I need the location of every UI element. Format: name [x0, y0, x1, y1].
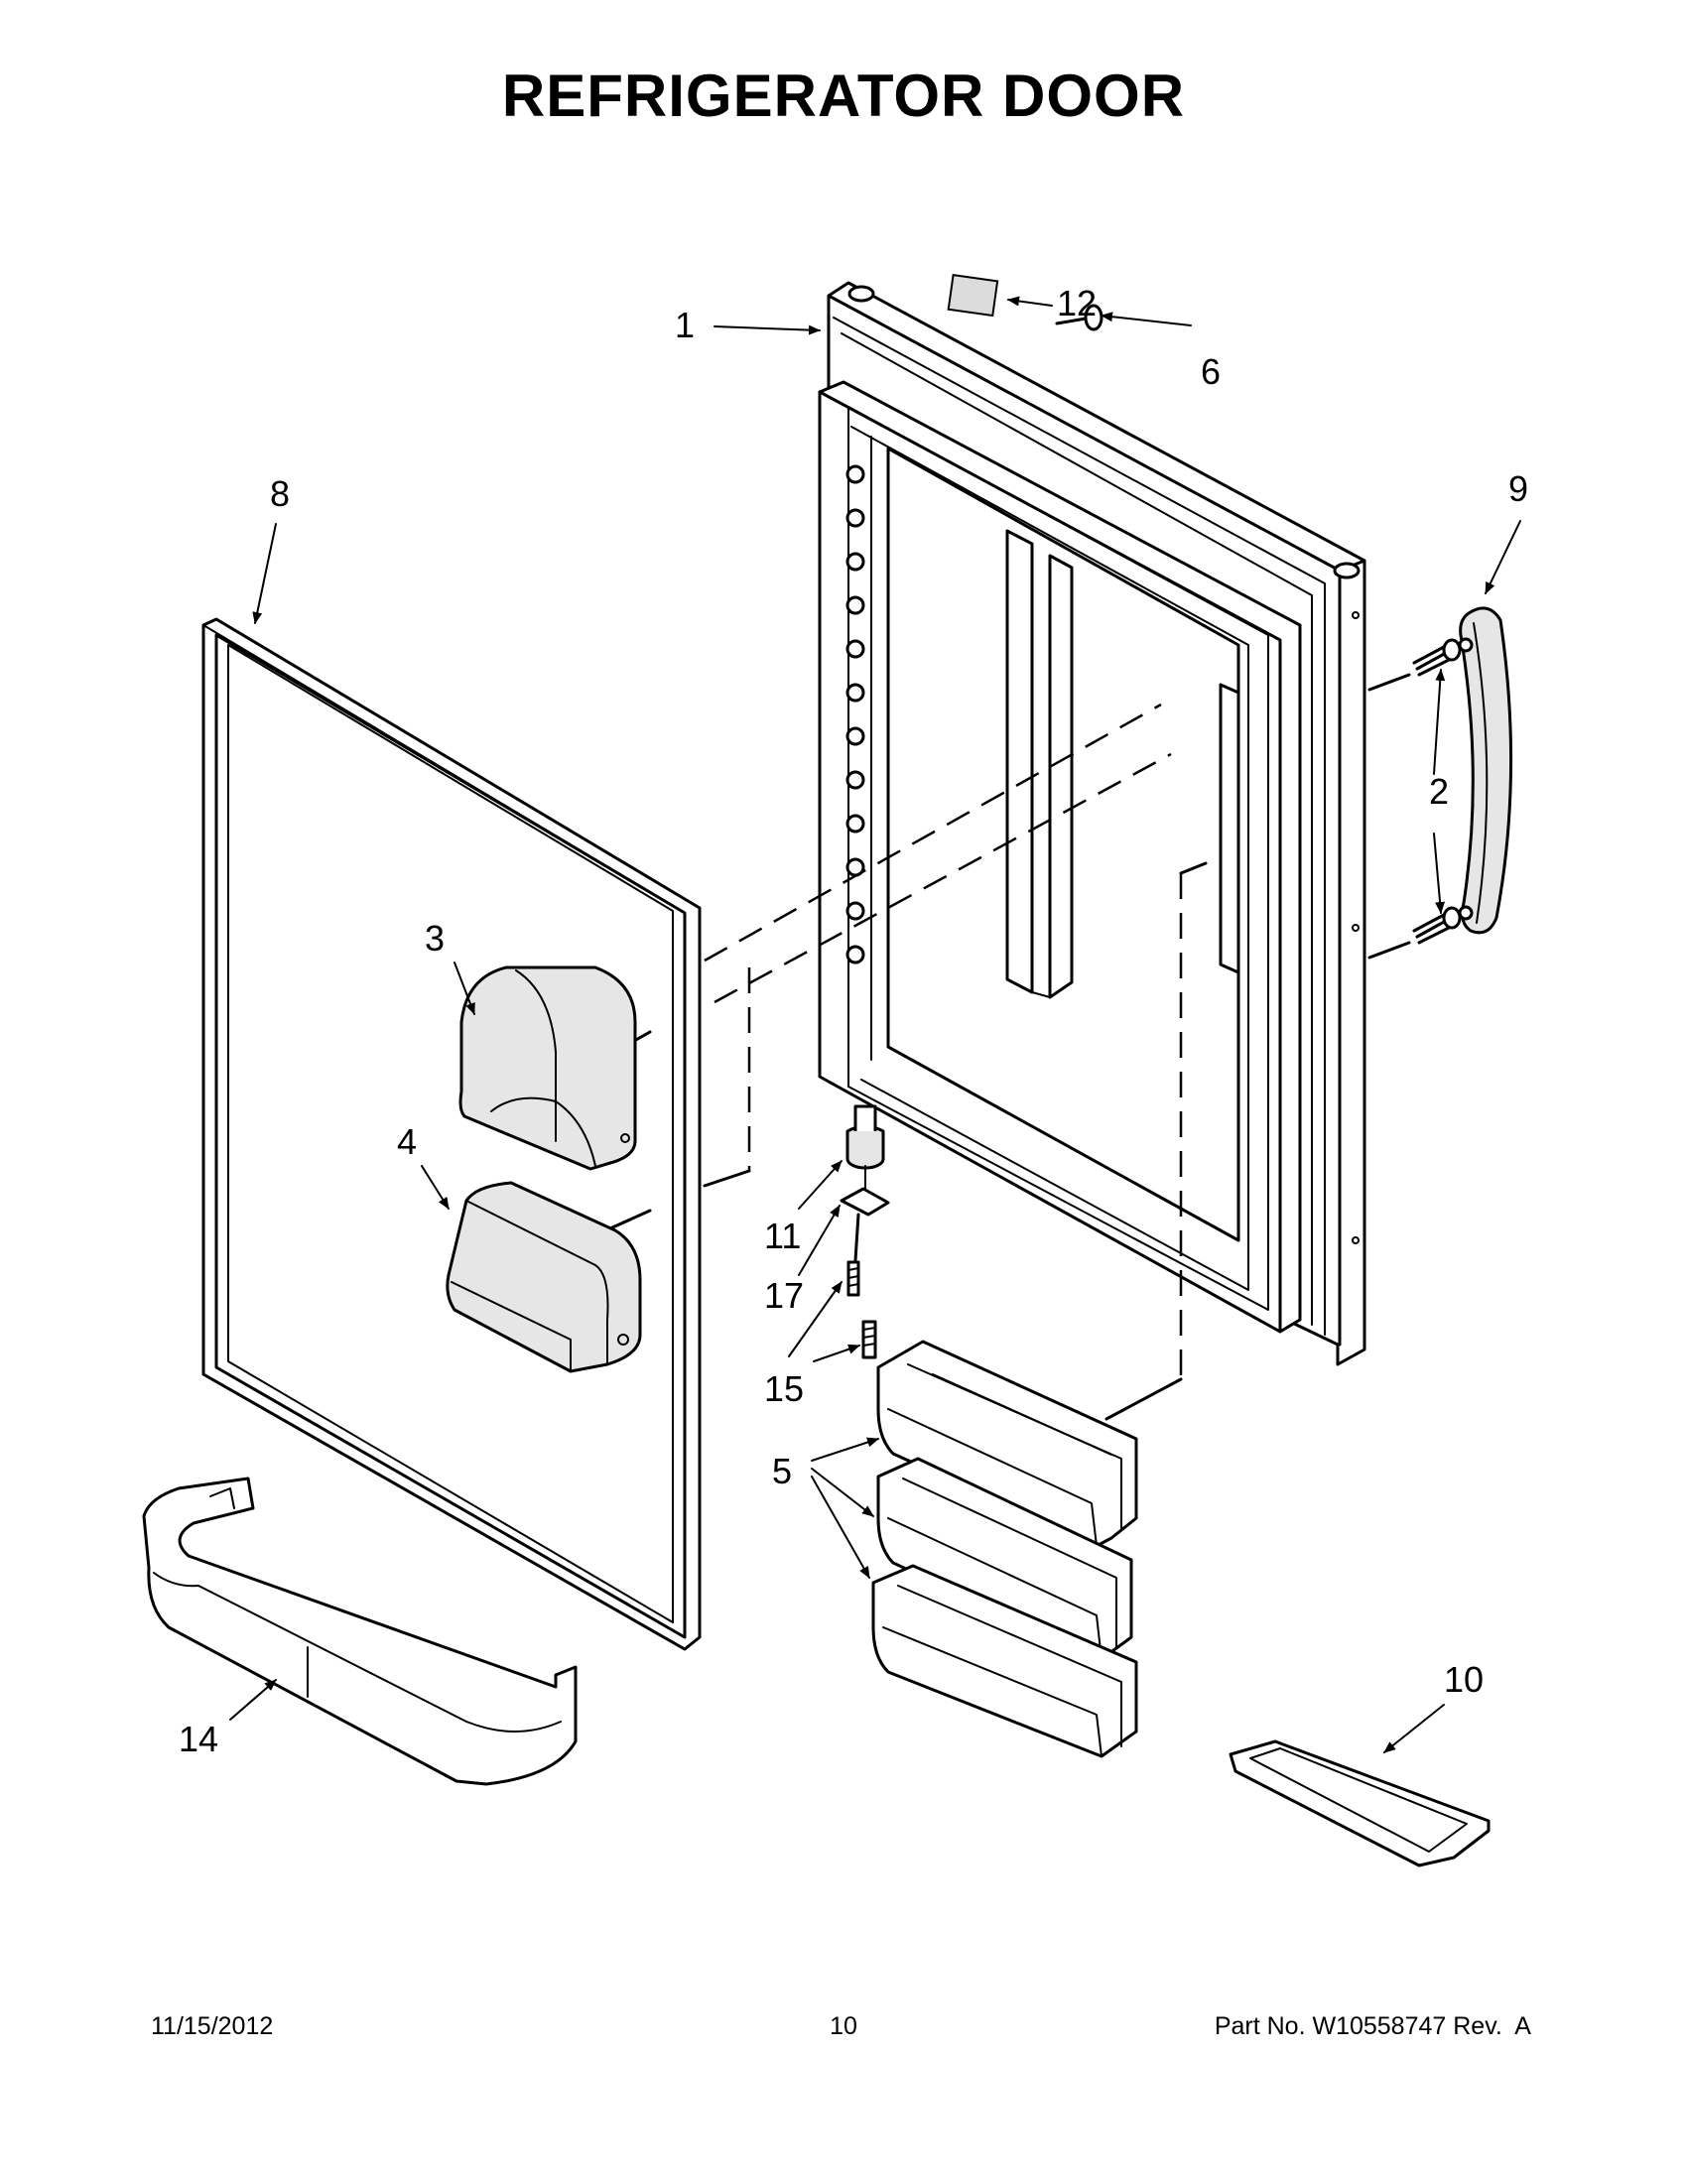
leader-lines — [229, 296, 1521, 1753]
revision: Rev. A — [1453, 2012, 1531, 2040]
callout-11: 11 — [764, 1216, 801, 1256]
part-5-door-bins — [871, 1340, 1138, 1758]
callout-14: 14 — [179, 1719, 218, 1759]
part-11-bushing — [845, 1104, 885, 1190]
part-15-screws — [846, 1260, 877, 1359]
part-4-cover — [446, 1181, 642, 1373]
part-6-screw — [1055, 304, 1103, 331]
callout-12: 12 — [1057, 283, 1097, 323]
footer-page-number: 10 — [830, 2012, 857, 2040]
callout-labels: 1 12 6 8 9 2 3 4 11 17 15 5 14 10 — [179, 283, 1528, 1759]
part-12-label — [947, 273, 999, 318]
footer-date: 11/15/2012 — [151, 2012, 274, 2040]
part-label: Part No. — [1214, 2012, 1306, 2040]
part-14-bin — [142, 1477, 578, 1786]
callout-4: 4 — [397, 1121, 417, 1162]
part-number: W10558747 — [1312, 2012, 1447, 2040]
callout-17: 17 — [764, 1275, 804, 1316]
part-2-handle-screws — [1412, 637, 1474, 945]
callout-6: 6 — [1201, 351, 1221, 392]
callout-8: 8 — [270, 473, 290, 514]
callout-9: 9 — [1508, 468, 1528, 509]
shelf-stud-column — [845, 464, 865, 964]
callout-10: 10 — [1444, 1659, 1484, 1700]
callout-3: 3 — [425, 918, 445, 959]
callout-2: 2 — [1429, 771, 1449, 812]
part-3-housing — [458, 965, 637, 1171]
page-title: REFRIGERATOR DOOR — [501, 63, 1186, 129]
callout-5: 5 — [772, 1451, 792, 1491]
footer-part-number: Part No. W10558747 Rev. A — [1215, 2012, 1531, 2041]
part-9-handle — [1459, 606, 1513, 935]
callout-1: 1 — [675, 305, 695, 345]
part-8-gasket — [201, 617, 702, 1651]
callout-15: 15 — [764, 1368, 804, 1409]
part-17-bracket — [840, 1187, 890, 1262]
part-10-tray — [1229, 1739, 1491, 1867]
